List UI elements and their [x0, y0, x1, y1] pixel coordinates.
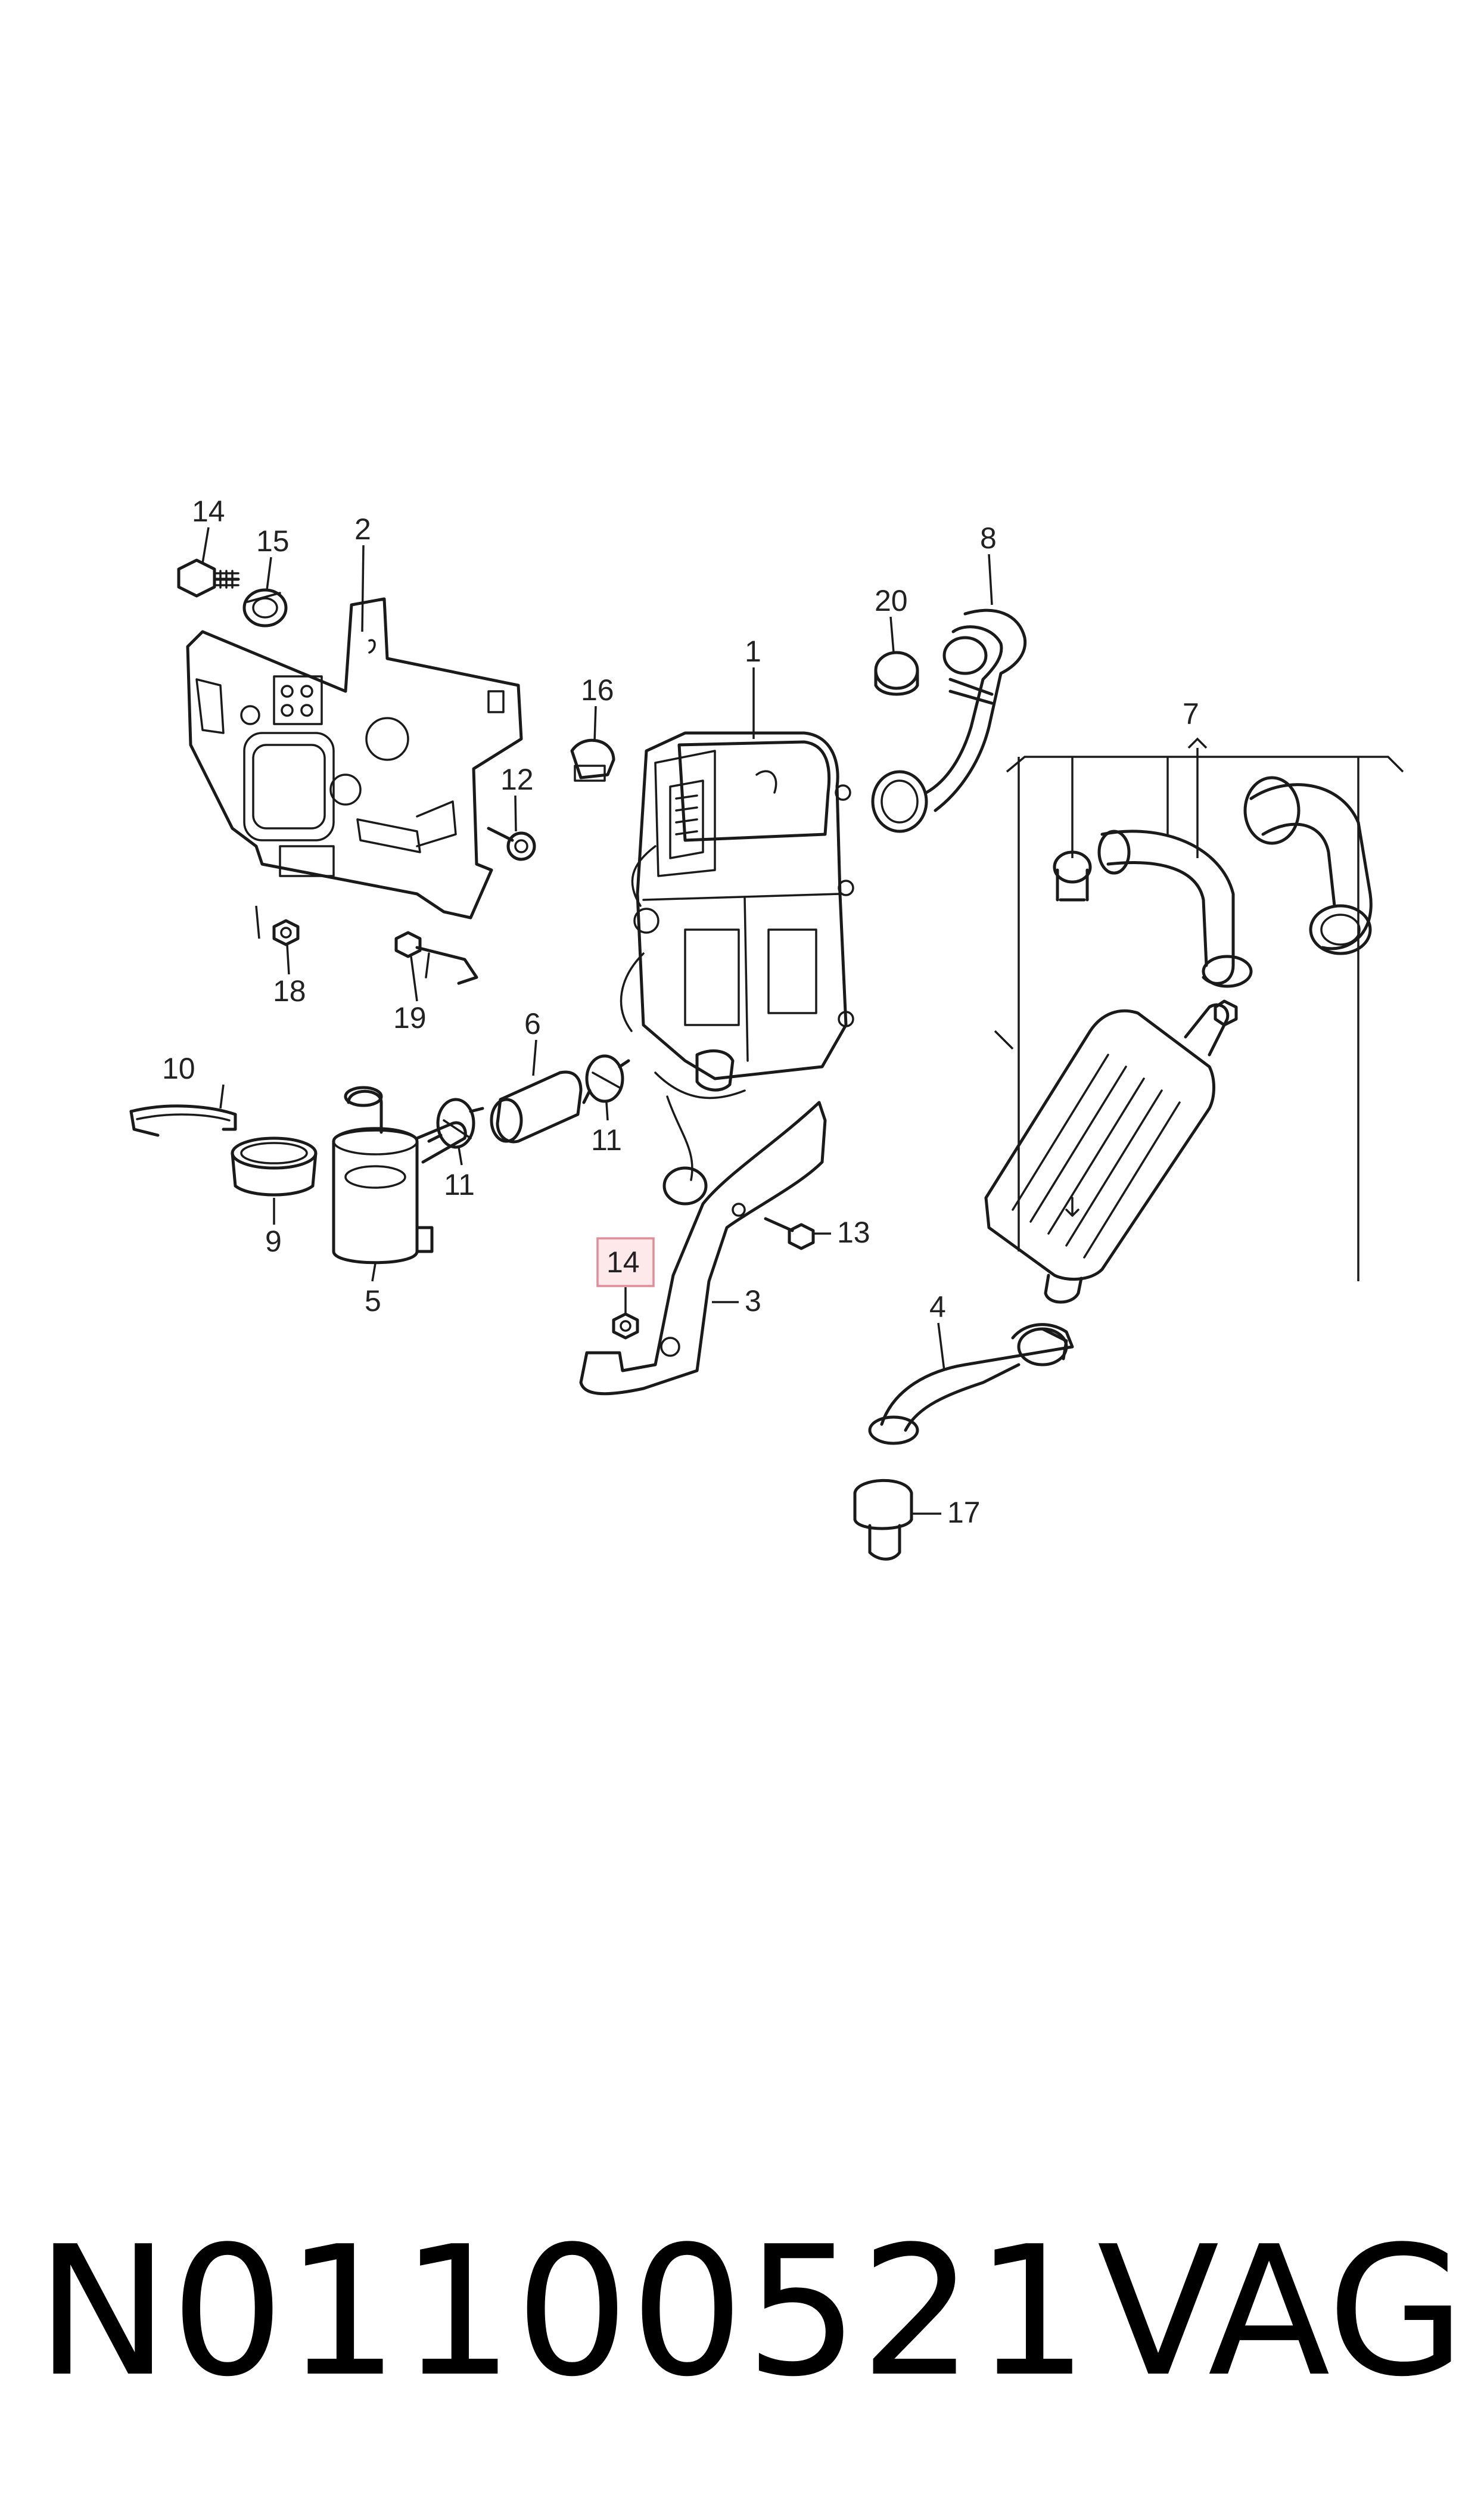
grommet-part [242, 588, 288, 628]
callout-11-left: 11 [444, 1168, 475, 1201]
callout-labels: 14 15 2 1 16 12 20 8 7 18 19 6 10 9 5 11… [162, 495, 1199, 1529]
callout-3: 3 [745, 1284, 761, 1318]
callout-13: 12 [500, 763, 534, 796]
clip-bolt-part [394, 931, 478, 985]
brand-name: VAG [1097, 2208, 1466, 2416]
retaining-clip-part [570, 738, 615, 782]
highlight-box [596, 1237, 655, 1287]
callout-14: 14 [606, 1245, 640, 1279]
rubber-sleeve-part [231, 1136, 318, 1197]
exhaust-silencer-part [984, 776, 1373, 1304]
end-cap-part [853, 1479, 913, 1561]
callout-8: 8 [980, 521, 997, 555]
callout-12: 13 [837, 1216, 870, 1249]
nut-part [272, 919, 300, 946]
coolant-hose-part [871, 608, 1027, 833]
callout-21: 20 [875, 584, 908, 617]
mounting-strap-part [129, 1104, 237, 1137]
hose-clamp-left-part [427, 1098, 484, 1149]
callout-10: 10 [162, 1052, 195, 1085]
callout-2: 2 [354, 513, 371, 546]
bracket-bolt-part [764, 1217, 815, 1250]
water-pump-part [332, 1086, 467, 1265]
callout-17: 16 [581, 673, 614, 707]
hose-clamp-small-part [874, 651, 919, 696]
callout-1: 1 [745, 635, 761, 668]
callout-7: 7 [1183, 697, 1199, 731]
screw-part [487, 827, 536, 861]
exhaust-group-bracket [1006, 737, 1404, 1281]
auxiliary-heater-part [620, 731, 854, 1206]
callout-18: 17 [947, 1496, 981, 1529]
hose-clamp-right-part [582, 1054, 630, 1104]
callout-15: 14 [192, 495, 225, 528]
leader-lines [201, 527, 1014, 1515]
callout-19: 18 [273, 974, 306, 1008]
exhaust-pipe-part [868, 1323, 1074, 1445]
callout-20: 19 [393, 1001, 427, 1035]
callout-11-right: 11 [591, 1123, 622, 1157]
nut-highlighted-part [612, 1312, 639, 1340]
mounting-bracket-part [186, 597, 523, 920]
part-number: N01100521 [36, 2208, 1090, 2416]
heater-bracket-part [579, 1101, 827, 1396]
footer: N01100521 VAG [36, 2205, 1466, 2419]
bolt-part [177, 558, 240, 598]
hose-part [490, 1070, 583, 1144]
callout-6: 6 [524, 1007, 541, 1040]
callout-9: 9 [265, 1225, 282, 1258]
callout-4: 4 [929, 1290, 946, 1324]
callout-5: 5 [365, 1284, 381, 1318]
callout-16: 15 [256, 524, 290, 558]
